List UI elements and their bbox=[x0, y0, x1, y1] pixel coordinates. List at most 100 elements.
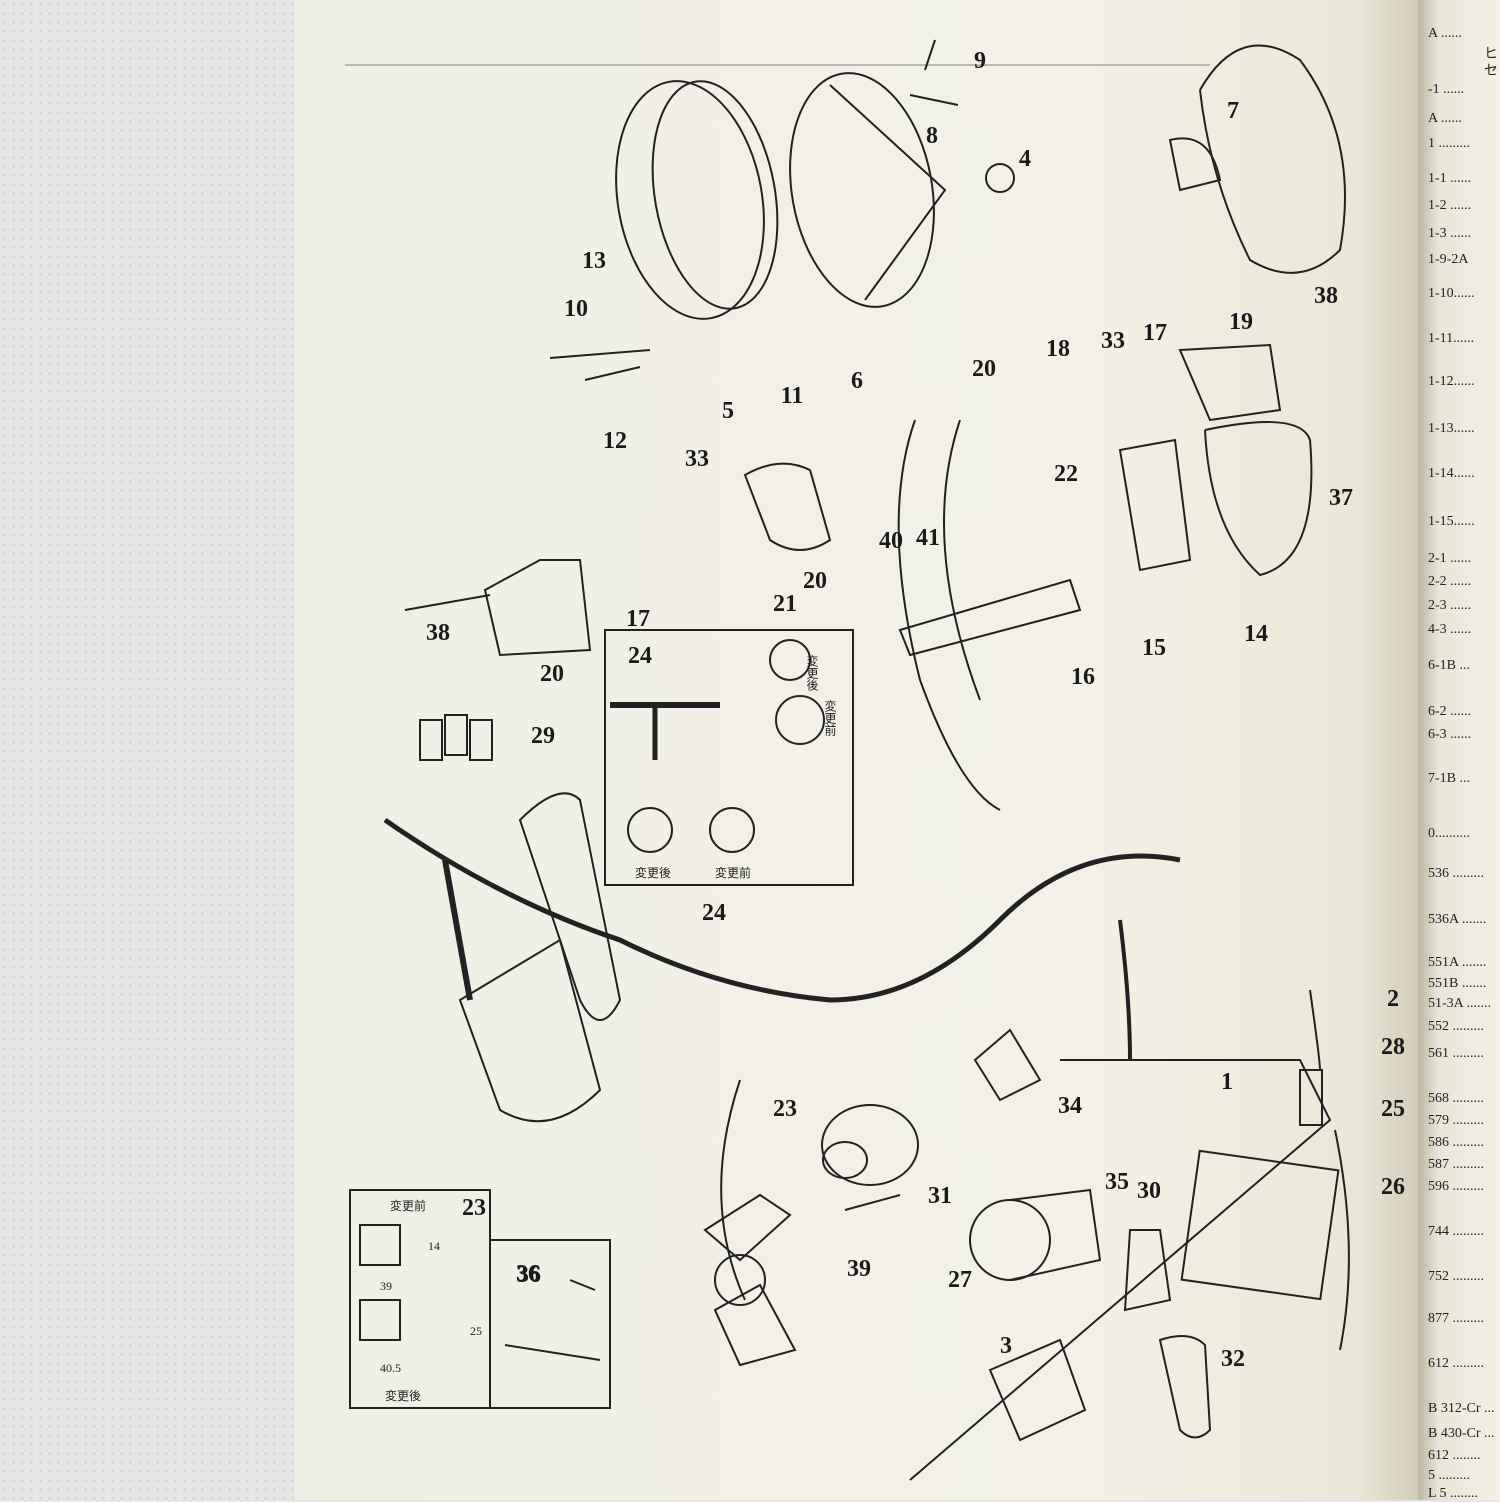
background-texture bbox=[0, 0, 300, 1500]
facing-code: 551B ....... bbox=[1428, 976, 1487, 991]
inset-bolt-number: 36 bbox=[517, 1262, 541, 1288]
turn-signal-20 bbox=[483, 559, 592, 657]
inset-switch-after: 変更後 bbox=[385, 1388, 421, 1403]
headlight-reflector bbox=[829, 84, 947, 301]
callout-3: 3 bbox=[1000, 1333, 1012, 1359]
facing-code: 1-13...... bbox=[1428, 421, 1475, 436]
callout-24: 24 bbox=[702, 900, 726, 926]
bolt-10 bbox=[549, 349, 651, 359]
facing-code: 551A ....... bbox=[1428, 955, 1487, 970]
inset-before-caption: 変更前 bbox=[715, 865, 751, 880]
callout-10: 10 bbox=[564, 296, 588, 322]
facing-code: A ...... bbox=[1428, 26, 1462, 41]
callout-17: 17 bbox=[1143, 320, 1167, 346]
harness-24 bbox=[383, 817, 1181, 1003]
kana-char: ヒ bbox=[1484, 46, 1498, 62]
inset-bolt-box bbox=[489, 1239, 611, 1409]
facing-code: 612 ......... bbox=[1428, 1356, 1484, 1371]
inset-switch-number: 23 bbox=[462, 1195, 486, 1221]
facing-code: 1-14...... bbox=[1428, 466, 1475, 481]
callout-7: 7 bbox=[1227, 98, 1239, 124]
facing-code: 752 ......... bbox=[1428, 1269, 1484, 1284]
strap bbox=[442, 859, 473, 1001]
callout-22: 22 bbox=[1054, 461, 1078, 487]
facing-code: 536 ......... bbox=[1428, 866, 1484, 881]
callout-30: 30 bbox=[1137, 1178, 1161, 1204]
screw-38 bbox=[404, 594, 491, 611]
bolt-12 bbox=[584, 366, 641, 381]
inset-texts: 24 変更後 変更前 変更後 変更前 23 変更前 変更後 14 39 25 4… bbox=[380, 643, 837, 1403]
callout-20: 20 bbox=[972, 356, 996, 382]
facing-code: 877 ......... bbox=[1428, 1311, 1484, 1326]
facing-code: 1 ......... bbox=[1428, 136, 1470, 151]
dim-25: 25 bbox=[470, 1324, 482, 1338]
battery-1 bbox=[1180, 1149, 1340, 1301]
callout-8: 8 bbox=[926, 123, 938, 149]
kana-char: セ bbox=[1484, 63, 1498, 79]
facing-code: 744 ......... bbox=[1428, 1224, 1484, 1239]
dim-40-5: 40.5 bbox=[380, 1361, 401, 1375]
facing-code: B 312-Cr ... bbox=[1428, 1401, 1495, 1416]
facing-code: 1-1 ...... bbox=[1428, 171, 1472, 186]
facing-code: 2-1 ...... bbox=[1428, 551, 1472, 566]
inset-after-caption: 変更後 bbox=[635, 865, 671, 880]
callout-33: 33 bbox=[1101, 328, 1125, 354]
relay-3 bbox=[988, 1338, 1087, 1442]
callout-38: 38 bbox=[426, 620, 450, 646]
callout-41: 41 bbox=[916, 525, 940, 551]
lens-14 bbox=[1204, 421, 1313, 577]
gasket-15 bbox=[1118, 438, 1192, 572]
connector-30 bbox=[1123, 1229, 1172, 1312]
facing-code: 7-1B ... bbox=[1428, 771, 1470, 786]
callout-31: 31 bbox=[928, 1183, 952, 1209]
callout-12: 12 bbox=[603, 428, 627, 454]
facing-code: 1-2 ...... bbox=[1428, 198, 1472, 213]
callout-5: 5 bbox=[722, 398, 734, 424]
facing-code: 1-11...... bbox=[1428, 331, 1475, 346]
headlight-unit bbox=[789, 72, 935, 308]
facing-code: 4-3 ...... bbox=[1428, 622, 1472, 637]
callout-23: 23 bbox=[773, 1096, 797, 1122]
pin-8 bbox=[909, 94, 959, 106]
facing-code: 596 ......... bbox=[1428, 1179, 1484, 1194]
facing-code: 568 ......... bbox=[1428, 1091, 1484, 1106]
connector-block bbox=[973, 1028, 1042, 1102]
dim-14: 14 bbox=[428, 1239, 440, 1253]
callout-20: 20 bbox=[803, 568, 827, 594]
ignition-switch-23 bbox=[821, 1104, 919, 1186]
facing-code: 2-3 ...... bbox=[1428, 598, 1472, 613]
headlight-rim-inner bbox=[651, 80, 779, 310]
fuse-holder-25 bbox=[1299, 1069, 1323, 1126]
headlight-case bbox=[1199, 44, 1346, 274]
callout-37: 37 bbox=[1329, 485, 1353, 511]
inset-switch-before: 変更前 bbox=[390, 1198, 426, 1213]
inset-after-label: 変更後 bbox=[805, 654, 819, 691]
callout-14: 14 bbox=[1244, 621, 1268, 647]
facing-page bbox=[1418, 0, 1500, 1500]
callout-6: 6 bbox=[851, 368, 863, 394]
dim-39: 39 bbox=[380, 1279, 392, 1293]
facing-code: 1-15...... bbox=[1428, 514, 1475, 529]
key-ring bbox=[714, 1254, 766, 1306]
callout-35: 35 bbox=[1105, 1169, 1129, 1195]
facing-code: 6-3 ...... bbox=[1428, 727, 1472, 742]
callout-38: 38 bbox=[1314, 283, 1338, 309]
callout-1: 1 bbox=[1221, 1069, 1233, 1095]
callout-32: 32 bbox=[1221, 1346, 1245, 1372]
callout-33: 33 bbox=[685, 446, 709, 472]
inset-connector-box bbox=[604, 629, 854, 886]
callout-28: 28 bbox=[1381, 1034, 1405, 1060]
inset-connector-number: 24 bbox=[628, 643, 652, 669]
harness-sleeve bbox=[518, 792, 622, 1021]
callout-15: 15 bbox=[1142, 635, 1166, 661]
facing-code: 0.......... bbox=[1428, 826, 1470, 841]
line-art bbox=[345, 39, 1350, 1481]
facing-code: 552 ......... bbox=[1428, 1019, 1484, 1034]
facing-code: 51-3A ....... bbox=[1428, 996, 1491, 1011]
facing-code: 1-9-2A bbox=[1428, 252, 1469, 267]
callout-21: 21 bbox=[773, 591, 797, 617]
facing-code: 1-3 ...... bbox=[1428, 226, 1472, 241]
facing-code: 587 ......... bbox=[1428, 1157, 1484, 1172]
facing-code: 612 ........ bbox=[1428, 1448, 1481, 1463]
